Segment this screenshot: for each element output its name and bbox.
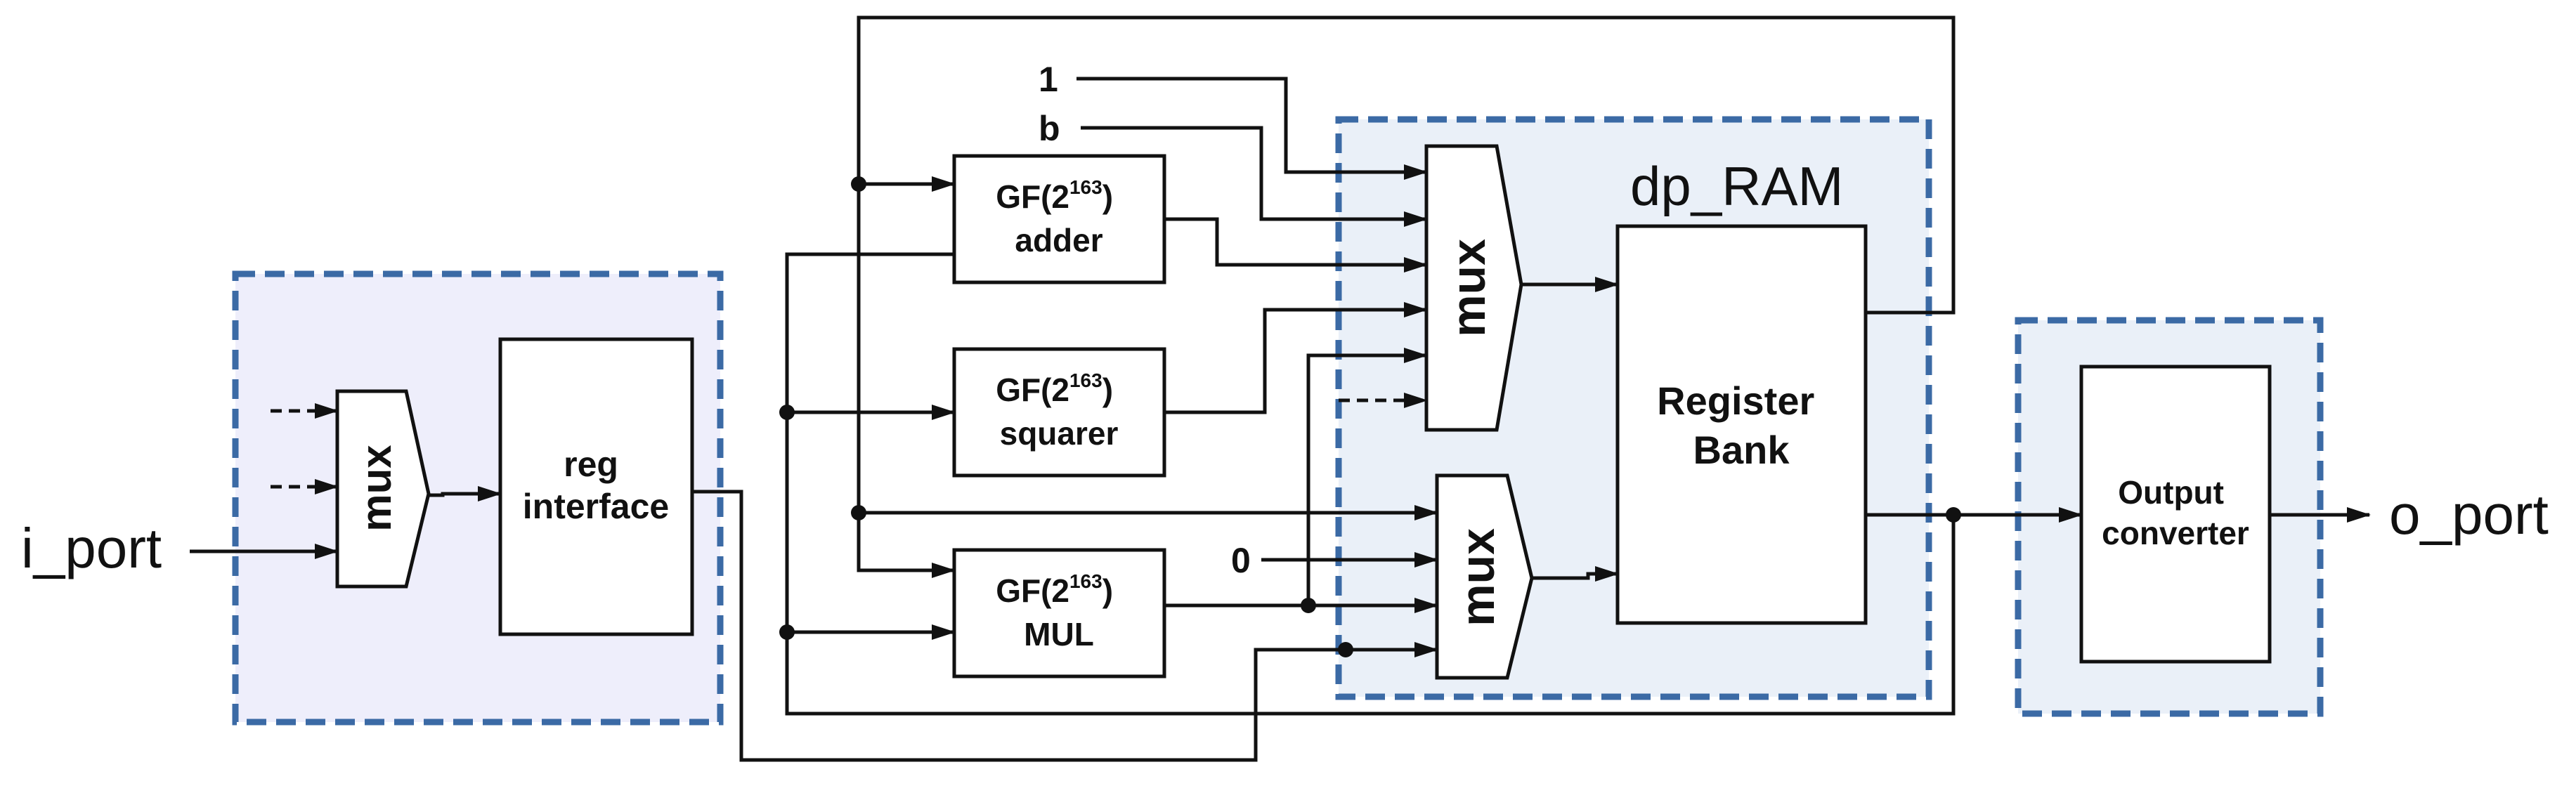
gf-adder-label: GF(2163) adder xyxy=(996,176,1122,258)
wires xyxy=(190,15,2371,762)
gf-mul-block xyxy=(952,548,1166,678)
wire-const-1 xyxy=(1076,77,1428,180)
wire-adder-out xyxy=(1164,217,1428,273)
upper-mux xyxy=(1424,144,1523,432)
output-converter-block xyxy=(2079,365,2272,664)
wire-squarer-out xyxy=(1164,302,1428,414)
gf-mul-label: GF(2163) MUL xyxy=(996,570,1122,653)
wire-lower-mux-to-bank xyxy=(1532,566,1619,582)
input-mux-label: mux xyxy=(353,445,400,531)
reg-interface-block xyxy=(498,337,694,636)
junction-busB-squarer xyxy=(779,405,795,420)
junction-busB-mul xyxy=(779,624,795,640)
constant-b-label: b xyxy=(1039,109,1060,148)
constant-one-label: 1 xyxy=(1039,60,1058,99)
junction-busA-adder xyxy=(851,176,866,192)
lower-mux-label: mux xyxy=(1451,528,1504,627)
wire-bottom-feedback xyxy=(785,252,1956,716)
junction-reg-lower-mux xyxy=(1338,642,1353,657)
junctions xyxy=(779,176,1961,657)
lower-mux xyxy=(1435,473,1534,680)
wire-mul-to-upper-mux xyxy=(1306,348,1428,605)
input-mux xyxy=(335,389,431,589)
register-bank-label: Register Bank xyxy=(1657,379,1826,472)
gf-squarer-block xyxy=(952,347,1166,478)
register-bank-block xyxy=(1615,224,1868,625)
gf-adder-block xyxy=(952,154,1166,284)
junction-busA-lower xyxy=(851,505,866,520)
junction-mul-out xyxy=(1301,598,1316,613)
i-port-label: i_port xyxy=(21,517,162,579)
upper-mux-label: mux xyxy=(1442,239,1495,337)
wire-reg-to-lower-mux xyxy=(692,490,1438,762)
output-converter-label: Output converter xyxy=(2102,474,2249,551)
wire-mux-to-reg xyxy=(429,486,502,501)
reg-interface-label: reg interface xyxy=(523,445,669,526)
o-port-label: o_port xyxy=(2389,483,2549,546)
dp-ram-title: dp_RAM xyxy=(1630,155,1843,217)
gf-squarer-label: GF(2163) squarer xyxy=(996,369,1122,452)
junction-output xyxy=(1946,507,1961,523)
constant-zero-label: 0 xyxy=(1231,541,1251,580)
wire-busA-to-mul xyxy=(857,513,956,578)
wire-const-b xyxy=(1081,126,1428,227)
